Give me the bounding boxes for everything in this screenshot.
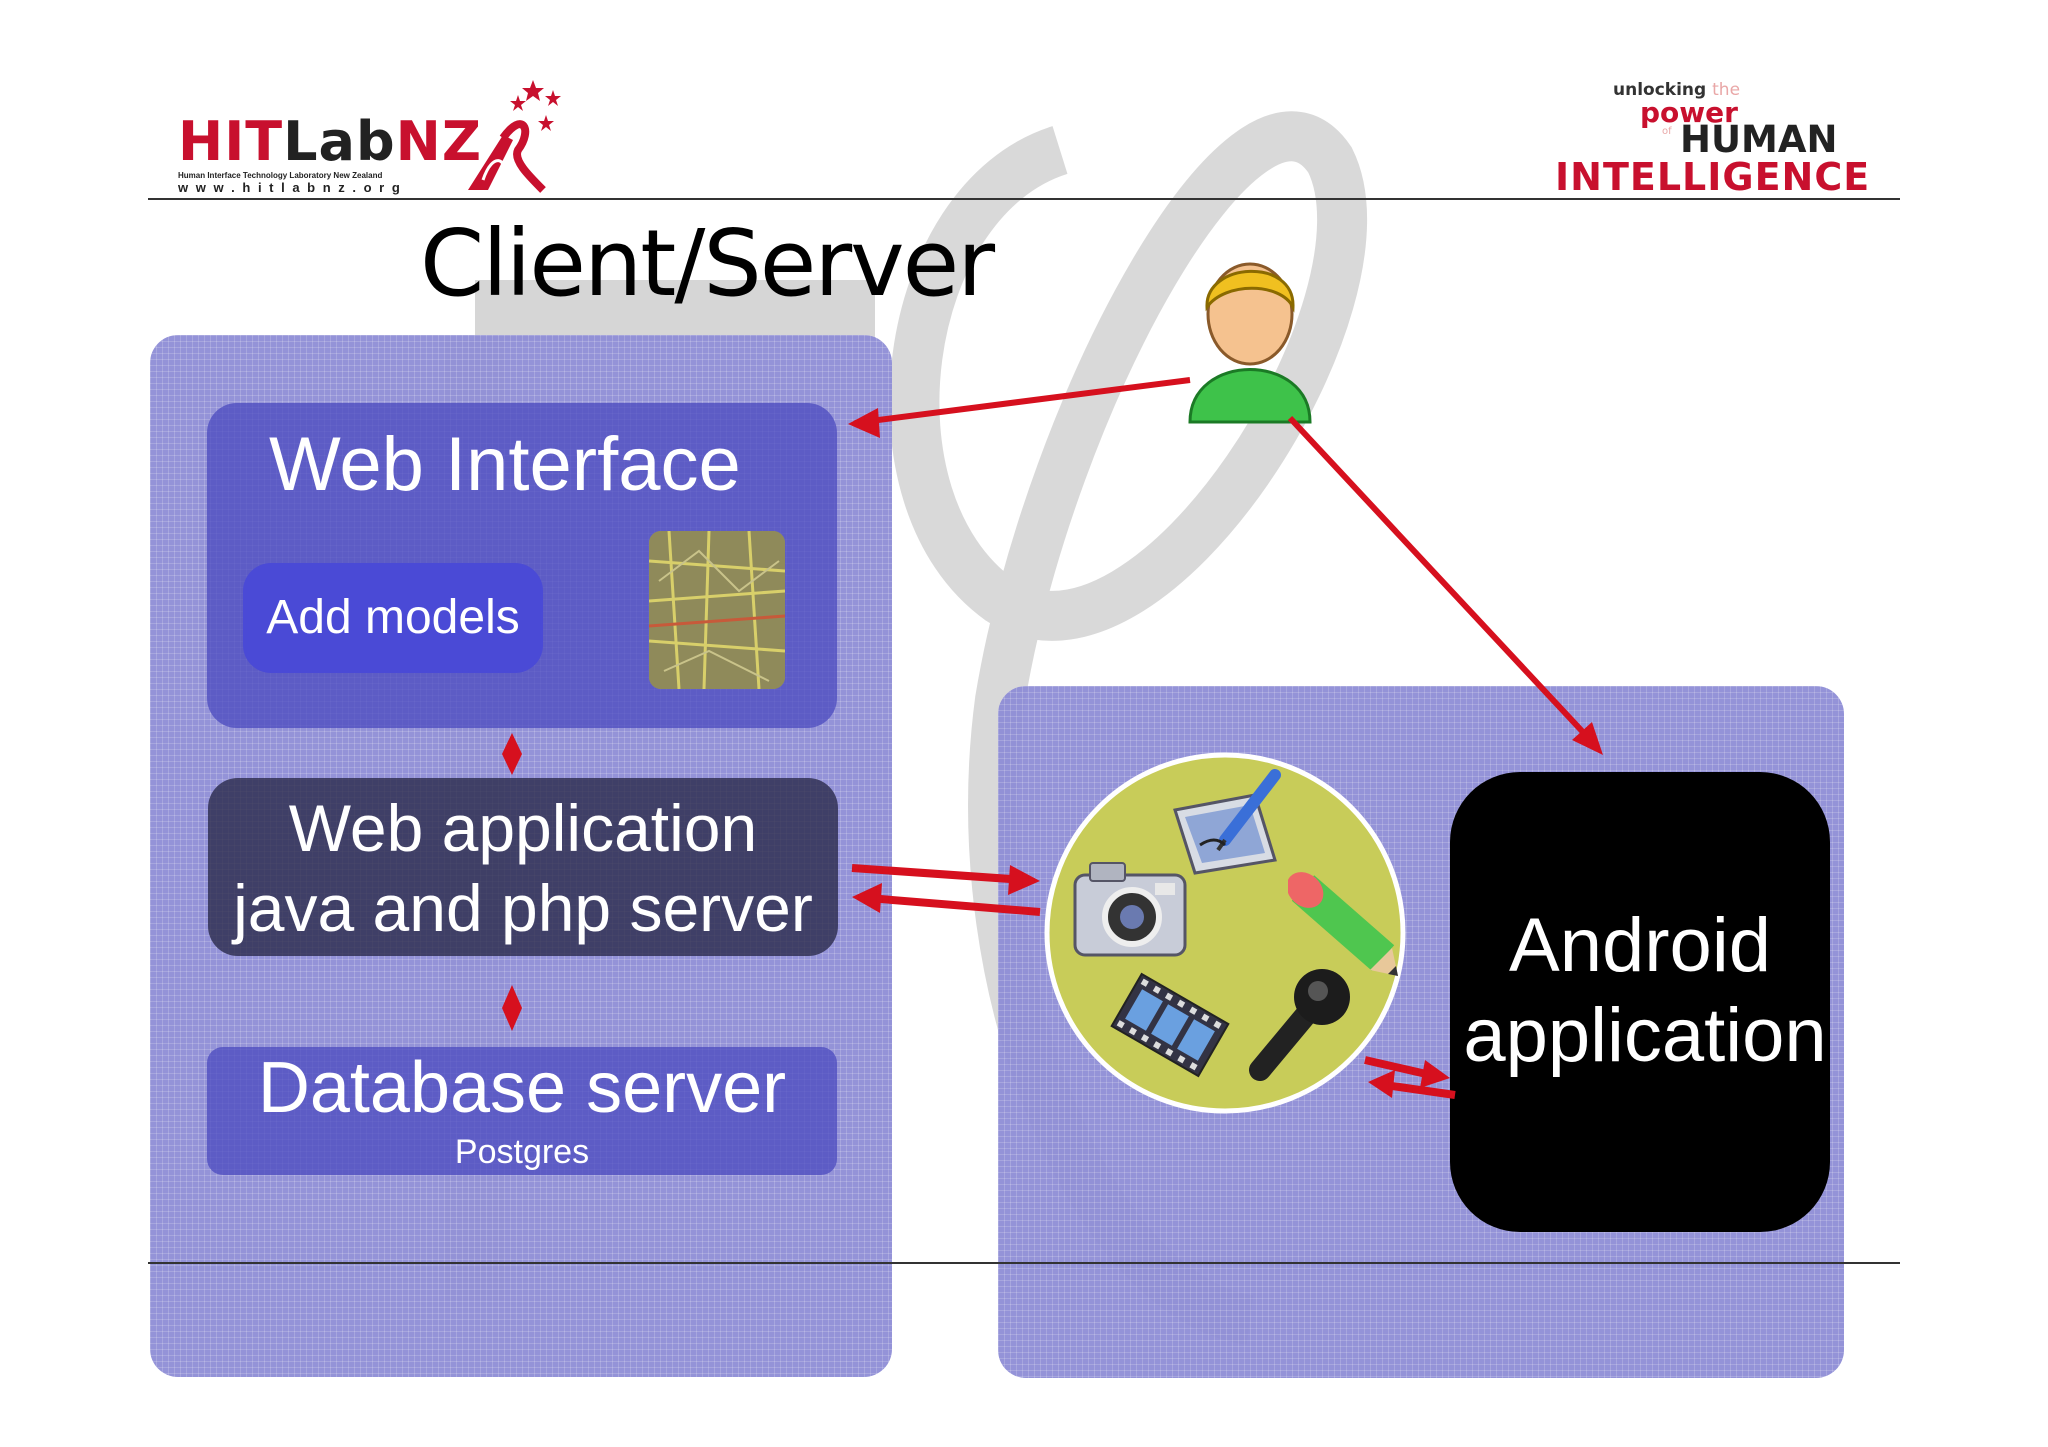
web-app-line1: Web application [288, 791, 758, 865]
tablet-pen-icon [1173, 769, 1281, 875]
logo-of: of [1662, 126, 1672, 137]
logo-hit: HIT [178, 110, 284, 173]
slide-title: Client/Server [420, 210, 995, 317]
database-sublabel: Postgres [454, 1133, 590, 1171]
web-interface-label: Web Interface [269, 422, 741, 507]
android-line2: application [1463, 993, 1827, 1078]
logo-url: w w w . h i t l a b n z . o r g [178, 180, 402, 195]
logo-figure-icon [468, 80, 561, 193]
database-label: Database server [257, 1048, 787, 1128]
logo-power: power [1640, 96, 1738, 129]
footer-divider [148, 1262, 1900, 1264]
header-divider [148, 198, 1900, 200]
logo-lab: Lab [283, 110, 396, 173]
web-interface-box: Web Interface Add models [207, 403, 837, 728]
map-lines-icon [649, 531, 785, 689]
logo-nz: NZ [395, 110, 482, 173]
android-app-box: Android application [1450, 772, 1830, 1232]
pencil-icon [1288, 872, 1398, 976]
hitlab-logo: HITLabNZ Human Interface Technology Labo… [178, 80, 598, 200]
logo-the: the [1712, 80, 1741, 100]
microphone-icon [1249, 969, 1350, 1081]
logo-intelligence: INTELLIGENCE [1555, 155, 1871, 199]
camera-icon [1073, 862, 1187, 957]
web-app-line2: java and php server [233, 871, 813, 945]
film-icon [1110, 972, 1230, 1078]
logo-unlocking: unlocking [1613, 80, 1707, 100]
tagline-logo: unlocking the power of HUMAN INTELLIGENC… [1550, 80, 1890, 200]
add-models-button[interactable]: Add models [243, 563, 543, 673]
web-app-box: Web application java and php server [208, 778, 838, 956]
add-models-label: Add models [266, 591, 520, 644]
android-line1: Android [1509, 903, 1771, 988]
map-thumbnail [649, 531, 785, 689]
database-box: Database server Postgres [207, 1047, 837, 1175]
logo-tagline: Human Interface Technology Laboratory Ne… [178, 171, 383, 180]
logo-human: HUMAN [1680, 118, 1838, 161]
user-icon[interactable] [1185, 252, 1315, 427]
